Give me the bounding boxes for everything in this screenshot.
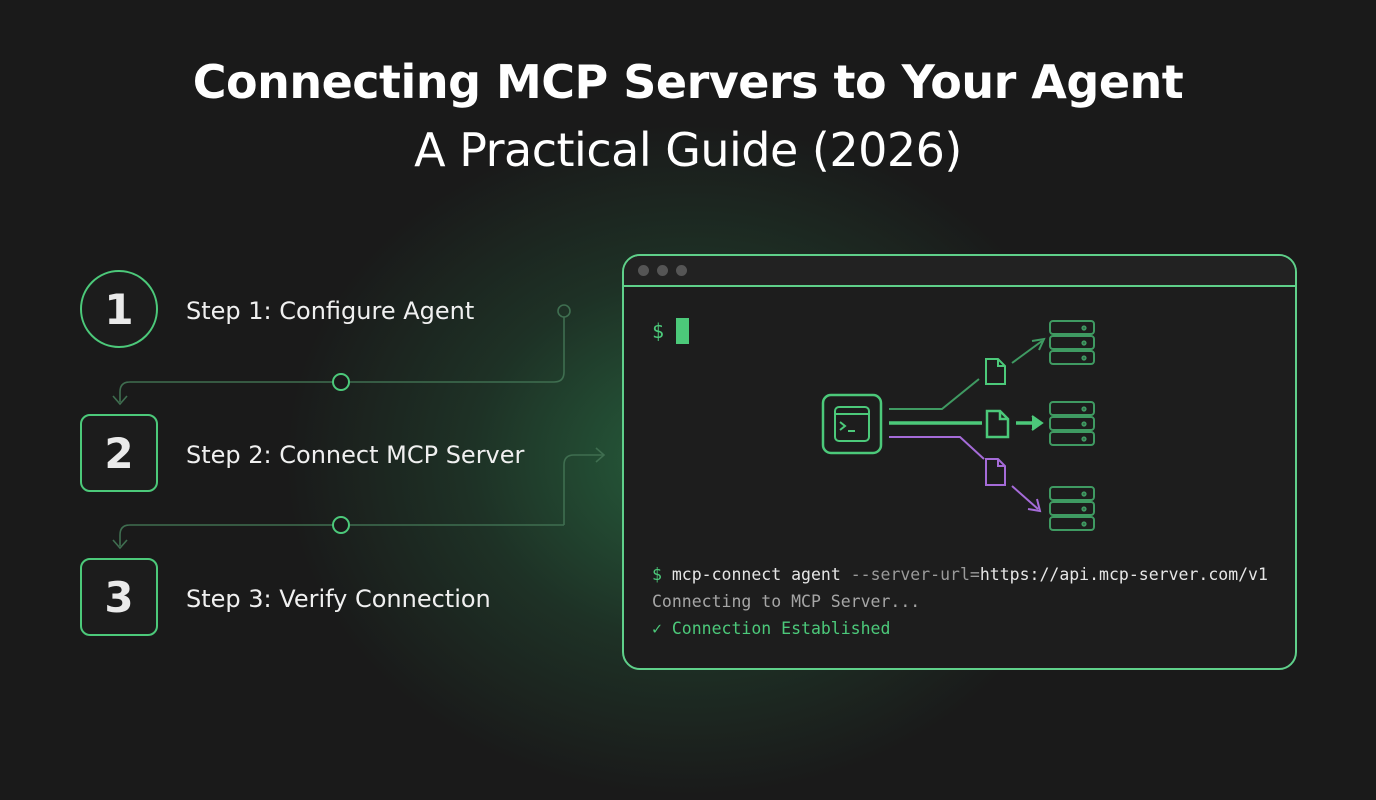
window-dot[interactable] — [638, 265, 649, 276]
file-icon — [985, 458, 1006, 486]
command-flag: --server-url= — [850, 565, 980, 584]
server-icon — [1049, 320, 1095, 365]
command-program: mcp-connect agent — [671, 565, 841, 584]
terminal-title-bar — [624, 256, 1295, 287]
prompt-symbol: $ — [652, 319, 665, 343]
top-path — [889, 378, 980, 410]
file-icon — [985, 358, 1006, 385]
text-cursor — [676, 318, 690, 344]
connector-arrowhead — [112, 539, 128, 550]
page-subtitle: A Practical Guide (2026) — [414, 123, 962, 177]
terminal-icon — [821, 393, 883, 455]
step-1-badge: 1 — [80, 270, 158, 348]
window-dot[interactable] — [657, 265, 668, 276]
command-prompt: $ — [652, 565, 662, 584]
terminal-prompt[interactable]: $ — [652, 318, 690, 344]
terminal-window: $ — [622, 254, 1297, 670]
connector-arrowhead — [112, 395, 128, 406]
terminal-success-line: ✓ Connection Established — [652, 619, 891, 638]
step-2-label: Step 2: Connect MCP Server — [186, 441, 525, 469]
step-2-badge: 2 — [80, 414, 158, 492]
server-icon — [1049, 486, 1095, 531]
connector-node — [332, 373, 350, 391]
step-3-label: Step 3: Verify Connection — [186, 585, 491, 613]
top-arrow — [1011, 340, 1043, 364]
server-icon — [1049, 401, 1095, 446]
step-1-label: Step 1: Configure Agent — [186, 297, 475, 325]
page-title: Connecting MCP Servers to Your Agent — [192, 55, 1184, 109]
terminal-command-line: $ mcp-connect agent --server-url=https:/… — [652, 561, 1268, 588]
bottom-arrow — [1011, 485, 1039, 510]
connector-node — [332, 516, 350, 534]
connector-node — [557, 304, 571, 318]
step-connectors — [112, 304, 606, 550]
connector-line-to-terminal — [563, 454, 604, 525]
file-icon — [985, 409, 1010, 439]
connection-diagram — [821, 320, 1095, 531]
bottom-path — [889, 436, 985, 460]
connector-arrowhead — [595, 447, 606, 463]
terminal-status-line: Connecting to MCP Server... — [652, 592, 921, 611]
command-value: https://api.mcp-server.com/v1 — [979, 565, 1268, 584]
window-dot[interactable] — [676, 265, 687, 276]
step-3-badge: 3 — [80, 558, 158, 636]
